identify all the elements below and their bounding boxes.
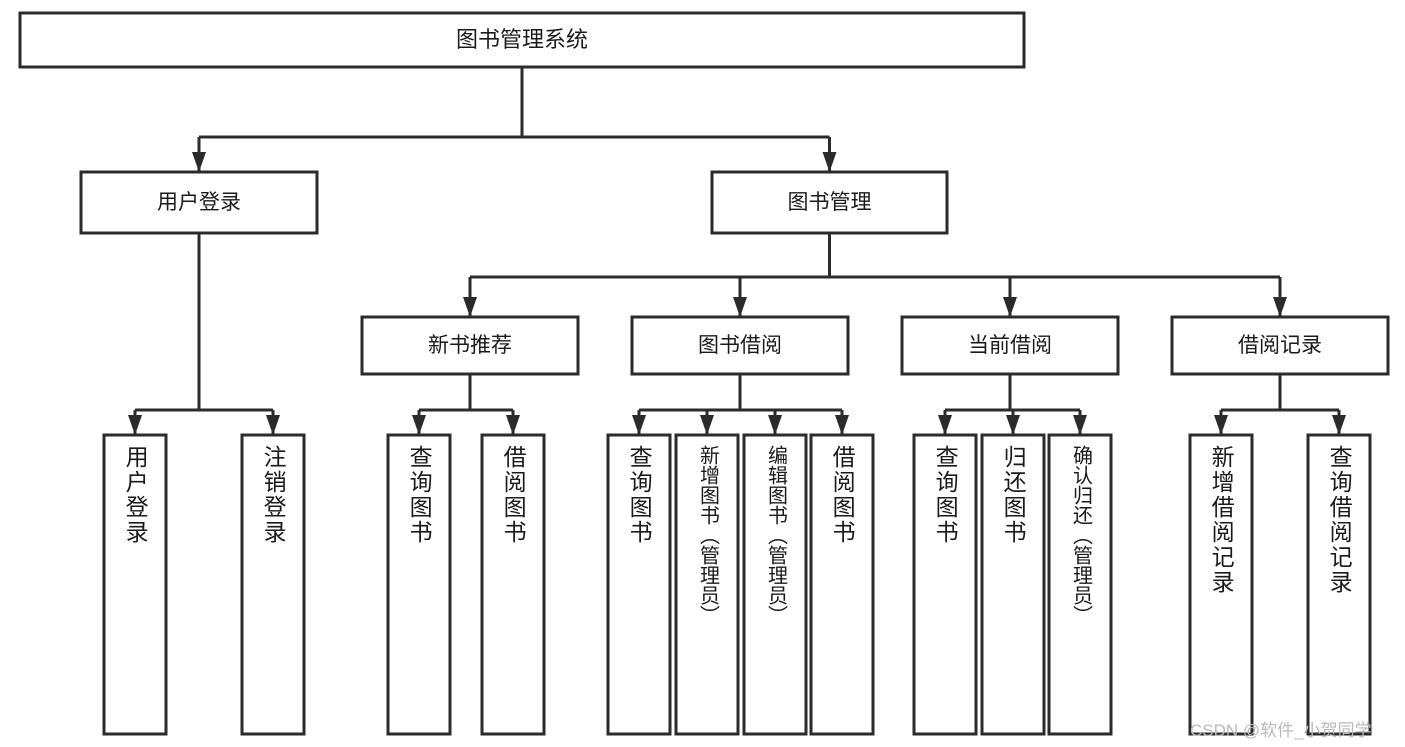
node-box-level3-3[interactable] (1170, 315, 1390, 376)
node-label-root-0: 图书管理系统 (456, 27, 588, 52)
book-mgmt-arrowhead-3 (1273, 297, 1287, 317)
current-arrowhead-1 (1006, 415, 1020, 435)
record-arrowhead-0 (1214, 415, 1228, 435)
node-label-level3-1: 图书借阅 (698, 334, 782, 357)
borrow-arrowhead-2 (768, 415, 782, 435)
node-box-root-0[interactable] (18, 11, 1026, 69)
record-arrowhead-1 (1332, 415, 1346, 435)
root-arrowhead-0 (192, 152, 206, 172)
book-mgmt-arrowhead-0 (463, 297, 477, 317)
node-box-level3-2[interactable] (900, 315, 1120, 376)
node-box-leaf-11[interactable] (1188, 433, 1254, 736)
borrow-arrowhead-3 (835, 415, 849, 435)
current-arrowhead-2 (1073, 415, 1087, 435)
node-box-leaf-8[interactable] (912, 433, 978, 736)
borrow-arrowhead-0 (632, 415, 646, 435)
node-label-level3-0: 新书推荐 (428, 334, 512, 357)
login-arrowhead-0 (128, 415, 142, 435)
node-box-leaf-7[interactable] (809, 433, 875, 736)
root-arrowhead-1 (822, 152, 837, 172)
node-label-level2-0: 用户登录 (157, 191, 241, 214)
node-box-leaf-5[interactable] (674, 433, 740, 736)
book-mgmt-arrowhead-1 (733, 297, 747, 317)
newbook-arrowhead-1 (506, 415, 520, 435)
newbook-arrowhead-0 (412, 415, 426, 435)
node-box-leaf-10[interactable] (1047, 433, 1113, 736)
node-box-leaf-12[interactable] (1306, 433, 1372, 736)
book-mgmt-arrowhead-2 (1003, 297, 1017, 317)
node-box-leaf-9[interactable] (980, 433, 1046, 736)
node-box-level3-1[interactable] (630, 315, 850, 376)
node-box-level2-0[interactable] (79, 170, 319, 235)
current-arrowhead-0 (938, 415, 952, 435)
node-box-leaf-2[interactable] (386, 433, 452, 736)
login-arrowhead-1 (266, 415, 280, 435)
connectors-layer (128, 67, 1346, 435)
node-label-level3-2: 当前借阅 (968, 334, 1052, 357)
node-box-leaf-3[interactable] (480, 433, 546, 736)
node-box-leaf-4[interactable] (606, 433, 672, 736)
node-label-level2-1: 图书管理 (788, 191, 872, 214)
borrow-arrowhead-1 (700, 415, 714, 435)
node-label-level3-3: 借阅记录 (1238, 334, 1322, 357)
node-box-leaf-6[interactable] (742, 433, 808, 736)
node-box-leaf-1[interactable] (240, 433, 306, 736)
node-box-level3-0[interactable] (360, 315, 580, 376)
node-box-leaf-0[interactable] (102, 433, 168, 736)
node-box-level2-1[interactable] (710, 170, 949, 235)
